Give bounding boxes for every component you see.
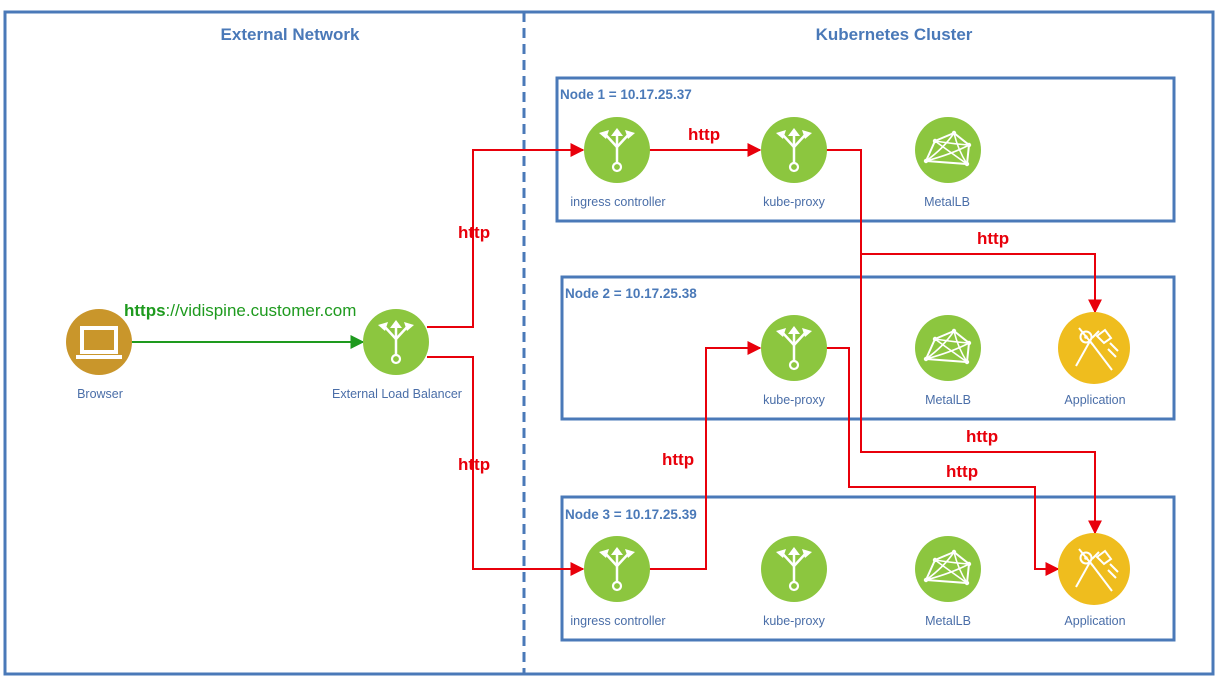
node-2-box: [560, 275, 1176, 421]
http-label-ingress-kubeproxy: http: [688, 125, 720, 144]
ingress3-to-kubeproxy2-arrow: [649, 341, 762, 570]
node1-ingress-controller: [584, 117, 650, 183]
node3-application: [1058, 533, 1130, 605]
node3-ingress-controller: [584, 536, 650, 602]
http-label-lb-node3: http: [458, 455, 490, 474]
browser-node: [66, 309, 132, 375]
node1-metallb: [915, 117, 981, 183]
http-label-ingress3-kubeproxy2: http: [662, 450, 694, 469]
outer-frame: [3, 10, 1215, 676]
node3-ingress-label: ingress controller: [570, 614, 665, 628]
http-label-lb-node1: http: [458, 223, 490, 242]
node3-metallb-label: MetalLB: [925, 614, 971, 628]
node-2-title: Node 2 = 10.17.25.38: [565, 286, 697, 301]
node3-kube-proxy: [761, 536, 827, 602]
lb-to-node3-ingress-arrow: [427, 356, 585, 576]
node1-kube-proxy-label: kube-proxy: [763, 195, 826, 209]
node1-metallb-label: MetalLB: [924, 195, 970, 209]
node3-application-label: Application: [1064, 614, 1125, 628]
node2-application: [1058, 312, 1130, 384]
node1-ingress-label: ingress controller: [570, 195, 665, 209]
node2-metallb: [915, 315, 981, 381]
node2-kube-proxy-label: kube-proxy: [763, 393, 826, 407]
kubeproxy1-to-app3-arrow: [860, 254, 1102, 535]
http-label-kubeproxy1-app2: http: [977, 229, 1009, 248]
external-load-balancer-label: External Load Balancer: [332, 387, 462, 401]
node3-metallb: [915, 536, 981, 602]
browser-label: Browser: [77, 387, 123, 401]
node1-kube-proxy: [761, 117, 827, 183]
node-3-title: Node 3 = 10.17.25.39: [565, 507, 697, 522]
monitor-icon: [76, 326, 122, 359]
http-label-kubeproxy1-app3: http: [966, 427, 998, 446]
external-network-title: External Network: [221, 25, 360, 44]
kubeproxy2-to-app3-arrow: [826, 347, 1060, 576]
node2-kube-proxy: [761, 315, 827, 381]
https-url-label: https://vidispine.customer.com: [124, 301, 356, 320]
node3-kube-proxy-label: kube-proxy: [763, 614, 826, 628]
node-1-title: Node 1 = 10.17.25.37: [560, 87, 692, 102]
node2-metallb-label: MetalLB: [925, 393, 971, 407]
node2-application-label: Application: [1064, 393, 1125, 407]
external-load-balancer-node: [363, 309, 429, 375]
lb-to-node1-ingress-arrow: [427, 143, 585, 328]
kubernetes-cluster-title: Kubernetes Cluster: [816, 25, 973, 44]
http-label-kubeproxy2-app3: http: [946, 462, 978, 481]
